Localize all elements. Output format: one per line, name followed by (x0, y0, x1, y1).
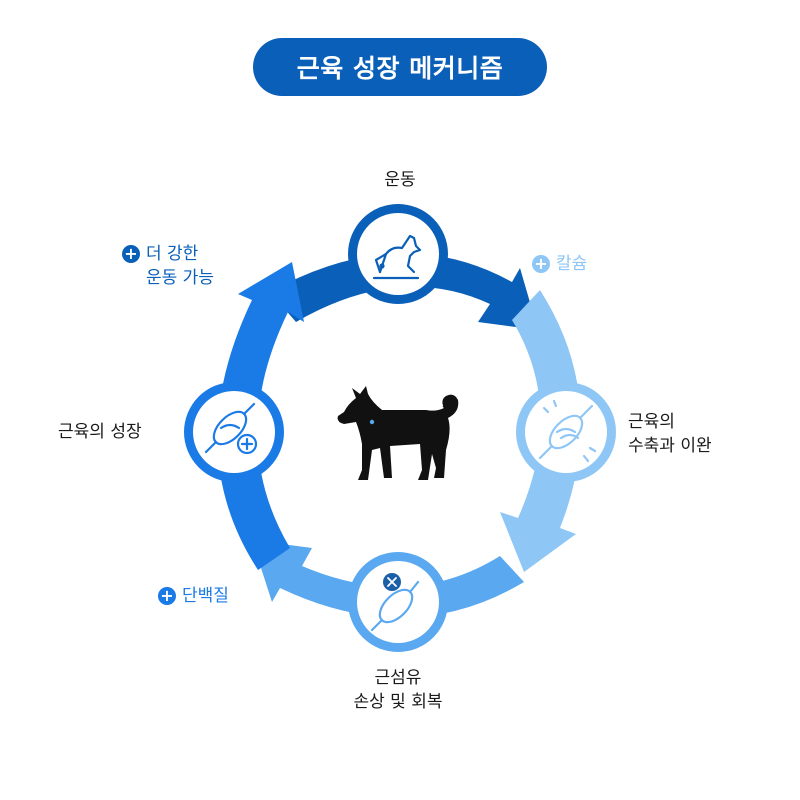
label-exercise: 운동 (370, 168, 430, 192)
tag-stronger-line1: 더 강한 (146, 242, 214, 266)
dog-silhouette-icon (338, 386, 459, 480)
label-contraction-line2: 수축과 이완 (628, 434, 712, 458)
plus-icon: + (158, 587, 176, 605)
label-damage-line2: 손상 및 회복 (338, 690, 458, 714)
tag-stronger: + 더 강한 운동 가능 (122, 242, 214, 290)
tag-protein: + 단백질 (158, 584, 229, 608)
label-contraction: 근육의 수축과 이완 (628, 410, 712, 458)
label-contraction-line1: 근육의 (628, 410, 712, 434)
plus-icon: + (532, 255, 550, 273)
tag-calcium: + 칼슘 (532, 252, 587, 276)
tag-calcium-text: 칼슘 (556, 252, 587, 276)
node-contraction (516, 382, 616, 482)
node-growth (184, 382, 284, 482)
node-exercise (348, 204, 448, 304)
label-damage-line1: 근섬유 (338, 666, 458, 690)
label-growth-text: 근육의 성장 (58, 420, 142, 444)
tag-stronger-line2: 운동 가능 (146, 266, 214, 290)
label-exercise-text: 운동 (370, 168, 430, 192)
label-damage: 근섬유 손상 및 회복 (338, 666, 458, 714)
label-growth: 근육의 성장 (58, 420, 142, 444)
plus-icon: + (122, 245, 140, 263)
node-damage (348, 552, 448, 652)
tag-protein-text: 단백질 (182, 584, 229, 608)
